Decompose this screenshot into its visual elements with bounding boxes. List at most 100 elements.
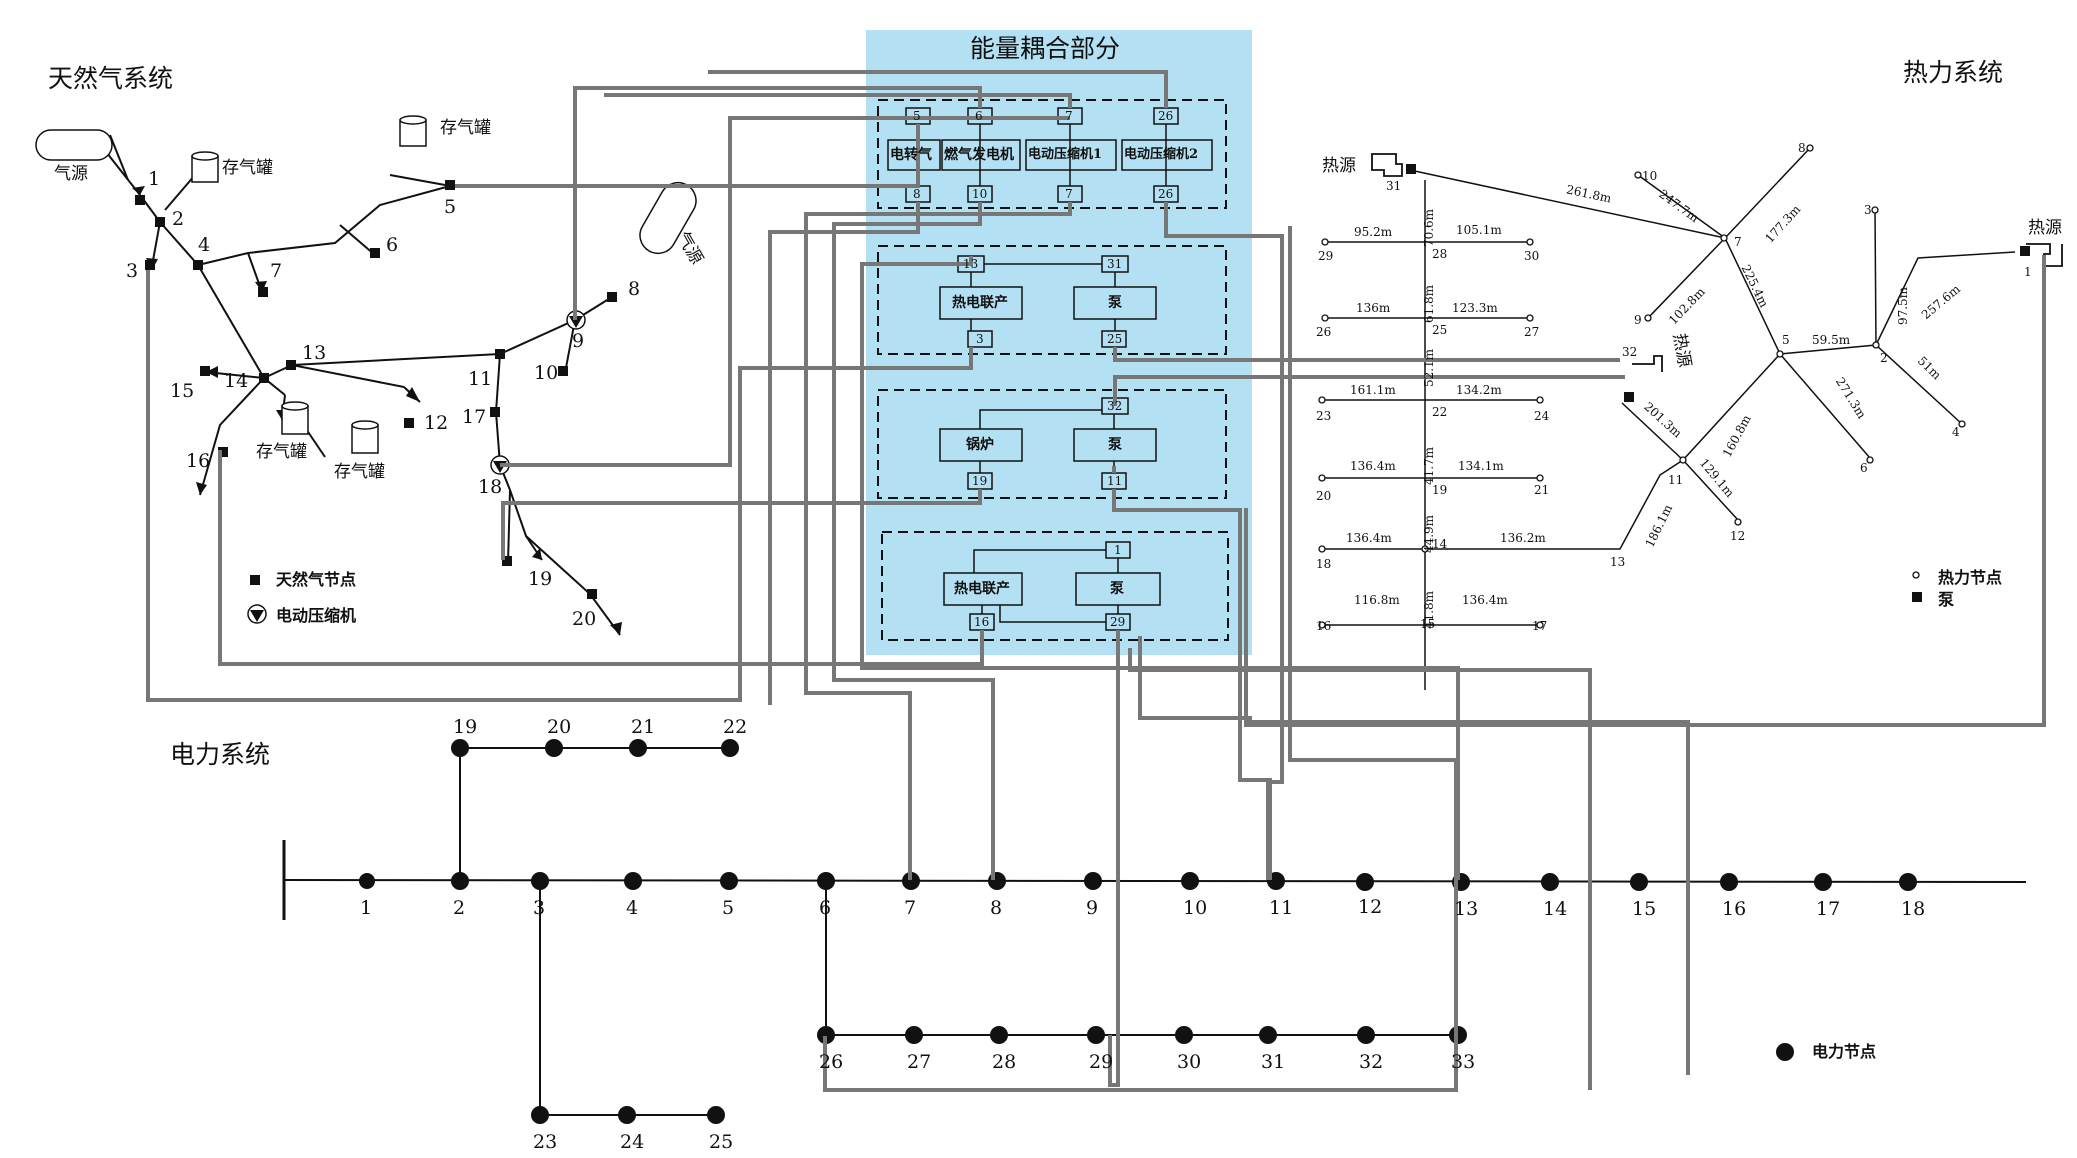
heat-node: 31: [1386, 179, 1402, 193]
power-node-label: 9: [1086, 897, 1099, 919]
gas-node-16: 16: [186, 450, 211, 472]
gas-node-9: 9: [572, 330, 585, 352]
power-node-14: [1541, 873, 1559, 891]
heat-source-label: 热源: [1322, 156, 1356, 176]
heat-node: 23: [1316, 409, 1332, 423]
power-node-label: 23: [533, 1131, 558, 1153]
legend-compressor: 电动压缩机: [276, 606, 357, 625]
gas-node-4: 4: [198, 234, 211, 256]
gas-node-5: 5: [444, 196, 457, 218]
power-node-label: 16: [1722, 898, 1747, 920]
pump-label: 泵: [1108, 437, 1122, 453]
power-node-label: 4: [626, 897, 639, 919]
gas-node-20: 20: [572, 608, 597, 630]
gas-node-12: 12: [424, 412, 449, 434]
power-node-28: [990, 1026, 1008, 1044]
power-node-20: [545, 739, 563, 757]
power-node-9: [1084, 872, 1102, 890]
port: 31: [1107, 257, 1123, 271]
pump-label: 泵: [1110, 581, 1124, 597]
pipe-length: 136.4m: [1346, 531, 1392, 545]
heat-node: 7: [1734, 235, 1742, 249]
heat-node: 3: [1864, 203, 1872, 217]
power-node-label: 5: [722, 897, 735, 919]
pipe-length: 41.8m: [1422, 590, 1437, 630]
power-node-label: 33: [1451, 1051, 1476, 1073]
power-node-22: [721, 739, 739, 757]
pipe-length: 97.5m: [1896, 286, 1911, 326]
heat-node: 10: [1642, 169, 1658, 183]
power-node-label: 22: [723, 716, 748, 738]
storage-label: 存气罐: [222, 158, 273, 178]
heat-source-label: 热源: [2028, 218, 2062, 238]
power-node-label: 17: [1816, 898, 1841, 920]
gas-node-6: 6: [386, 234, 399, 256]
power-node-1: [359, 873, 375, 889]
heat-node: 8: [1798, 141, 1806, 155]
port: 19: [972, 474, 988, 488]
power-node-12: [1356, 873, 1374, 891]
power-node-label: 24: [620, 1131, 645, 1153]
legend-power-node: 电力节点: [1812, 1042, 1877, 1061]
pipe-length: 134.2m: [1456, 383, 1502, 397]
heat-node: 11: [1668, 473, 1684, 487]
heat-system-title: 热力系统: [1903, 58, 2004, 87]
storage-label: 存气罐: [256, 442, 307, 462]
power-node-29: [1087, 1026, 1105, 1044]
port: 6: [975, 109, 983, 123]
compressor2-label: 电动压缩机2: [1124, 147, 1199, 162]
power-node-label: 28: [992, 1051, 1017, 1073]
heat-node: 28: [1432, 247, 1448, 261]
power-node-label: 25: [709, 1131, 734, 1153]
port: 16: [974, 615, 990, 629]
power-node-32: [1357, 1026, 1375, 1044]
power-node-3: [531, 872, 549, 890]
gas-system-title: 天然气系统: [48, 64, 174, 93]
power-node-label: 21: [631, 716, 656, 738]
boiler-label: 锅炉: [966, 437, 994, 453]
power-node-6: [817, 872, 835, 890]
pipe-length: 116.8m: [1354, 593, 1400, 607]
pipe-length: 95.2m: [1354, 225, 1393, 239]
port: 7: [1065, 109, 1073, 123]
power-node-label: 7: [904, 897, 917, 919]
heat-node: 12: [1730, 529, 1746, 543]
port: 26: [1158, 109, 1174, 123]
pipe-length: 136.2m: [1500, 531, 1546, 545]
heat-node: 9: [1634, 313, 1642, 327]
heat-node: 24: [1534, 409, 1550, 423]
coupling-group-2: [877, 245, 1227, 355]
power-node-label: 3: [533, 897, 546, 919]
power-node-label: 2: [453, 897, 466, 919]
gas-node-2: 2: [172, 208, 185, 230]
port: 5: [913, 109, 921, 123]
heat-source-label: 热源: [1668, 331, 1695, 369]
port: 32: [1107, 399, 1123, 413]
power-node-label: 1: [360, 897, 373, 919]
power-node-label: 10: [1183, 897, 1208, 919]
heat-node: 25: [1432, 323, 1448, 337]
gas-source-label: 气源: [54, 164, 88, 184]
heat-node: 22: [1432, 405, 1448, 419]
heat-node: 32: [1622, 345, 1638, 359]
compressor1-label: 电动压缩机1: [1028, 147, 1103, 162]
pipe-length: 61.8m: [1422, 284, 1437, 324]
gas-node-14: 14: [224, 370, 249, 392]
power-node-10: [1181, 872, 1199, 890]
port: 11: [1107, 474, 1123, 488]
gas-node-19: 19: [528, 568, 553, 590]
power-node-24: [618, 1106, 636, 1124]
pipe-length: 70.6m: [1422, 208, 1437, 248]
heat-node: 26: [1316, 325, 1332, 339]
power-node-label: 18: [1901, 898, 1926, 920]
gas-node-15: 15: [170, 380, 195, 402]
power-node-label: 6: [819, 897, 832, 919]
heat-node: 5: [1782, 333, 1790, 347]
power-node-label: 20: [547, 716, 572, 738]
power-node-23: [531, 1106, 549, 1124]
power-node-label: 26: [819, 1051, 844, 1073]
power-node-label: 30: [1177, 1051, 1202, 1073]
power-node-label: 8: [990, 897, 1003, 919]
